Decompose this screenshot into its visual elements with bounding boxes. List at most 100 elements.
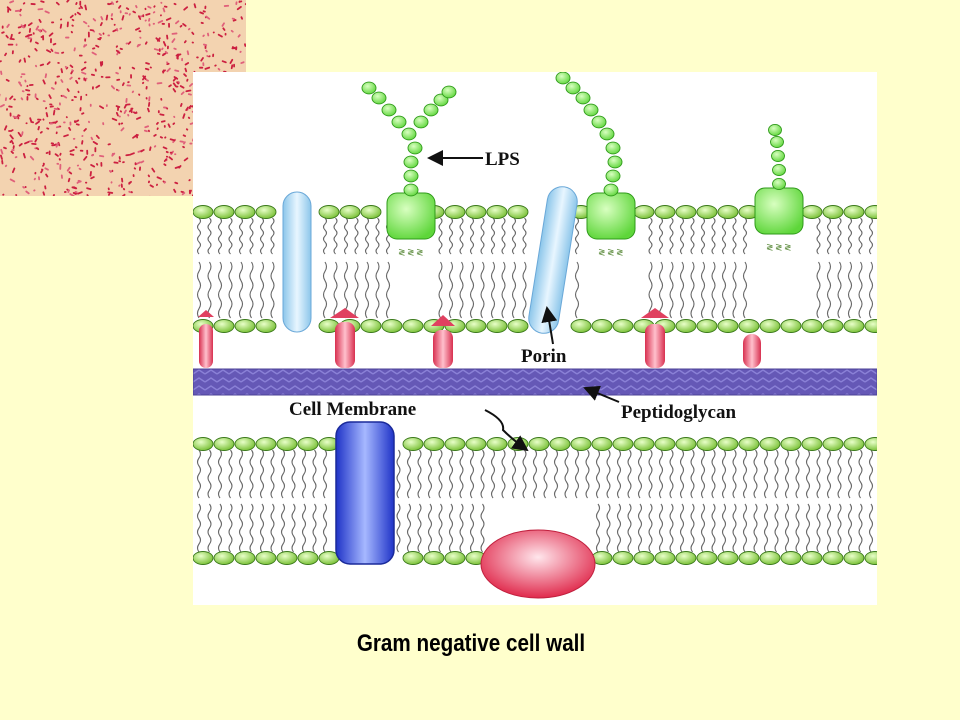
phospholipid-head (780, 551, 802, 565)
lps-sugar (407, 141, 423, 155)
phospholipid-head (738, 319, 760, 333)
porin-callout: Porin (521, 306, 567, 367)
phospholipid-head (864, 205, 877, 219)
phospholipid-head (465, 205, 487, 219)
phospholipid-head (423, 551, 445, 565)
outer-membrane (193, 205, 877, 333)
phospholipid-head (864, 319, 877, 333)
lps-sugar (583, 103, 599, 117)
phospholipid-head (486, 205, 508, 219)
svg-text:≷: ≷ (766, 243, 774, 253)
lps-sugar (423, 103, 439, 117)
phospholipid-head (864, 551, 877, 565)
lps-callout: LPS (427, 149, 520, 170)
lps-sugar (555, 72, 571, 85)
phospholipid-head (339, 205, 361, 219)
phospholipid-head (717, 319, 739, 333)
phospholipid-head (675, 205, 697, 219)
svg-text:≷: ≷ (775, 243, 783, 253)
phospholipid-head (843, 551, 865, 565)
phospholipid-head (717, 551, 739, 565)
lps-sugar (381, 103, 397, 117)
lps-sugar (607, 155, 623, 169)
phospholipid-head (822, 437, 844, 451)
phospholipid-head (738, 551, 760, 565)
cell-membrane (193, 437, 877, 565)
svg-text:≷: ≷ (598, 248, 606, 258)
phospholipid-head (444, 205, 466, 219)
cell-membrane-label: Cell Membrane (289, 399, 416, 420)
phospholipid-head (843, 205, 865, 219)
figure-caption: Gram negative cell wall (356, 630, 586, 657)
svg-text:≷: ≷ (398, 248, 406, 258)
phospholipid-head (717, 205, 739, 219)
porin-label: Porin (521, 346, 567, 367)
phospholipid-head (822, 205, 844, 219)
phospholipid-head (570, 319, 592, 333)
porin (528, 186, 578, 334)
phospholipid-head (402, 437, 424, 451)
phospholipid-head (193, 551, 214, 565)
svg-text:≷: ≷ (407, 248, 415, 258)
lipoproteins (198, 308, 761, 368)
phospholipid-head (234, 437, 256, 451)
phospholipid-head (759, 437, 781, 451)
peptidoglycan-layer (193, 368, 877, 396)
phospholipid-head (193, 205, 214, 219)
lps-sugar (565, 81, 581, 95)
phospholipid-head (843, 437, 865, 451)
phospholipid-head (507, 205, 529, 219)
phospholipid-head (444, 551, 466, 565)
phospholipid-head (696, 205, 718, 219)
phospholipid-head (213, 205, 235, 219)
phospholipid-head (297, 551, 319, 565)
phospholipid-head (402, 551, 424, 565)
phospholipid-head (591, 319, 613, 333)
porin (282, 191, 312, 333)
phospholipid-head (276, 551, 298, 565)
phospholipid-head (675, 437, 697, 451)
peptidoglycan-label: Peptidoglycan (621, 402, 736, 423)
cell-membrane-callout: Cell Membrane (289, 399, 529, 452)
phospholipid-head (213, 437, 235, 451)
phospholipid-head (507, 319, 529, 333)
lps-sugar (599, 127, 615, 141)
svg-text:≷: ≷ (784, 243, 792, 253)
phospholipid-head (717, 437, 739, 451)
phospholipid-head (360, 319, 382, 333)
phospholipid-head (549, 437, 571, 451)
lps-sugar (403, 183, 419, 197)
phospholipid-head (423, 437, 445, 451)
lps-sugar (605, 141, 621, 155)
cell-wall-diagram: ≷≷≷≷≷≷≷≷≷ LPS Porin Cell Membrane Peptid… (193, 72, 877, 605)
phospholipid-head (444, 437, 466, 451)
phospholipid-head (381, 319, 403, 333)
lps-sugar (361, 81, 377, 95)
lps-sugar (768, 124, 782, 136)
phospholipid-head (822, 551, 844, 565)
lipoprotein (330, 308, 359, 368)
svg-text:≷: ≷ (607, 248, 615, 258)
lipoprotein (743, 334, 761, 368)
phospholipid-head (612, 437, 634, 451)
lps-sugar (575, 91, 591, 105)
phospholipid-head (633, 205, 655, 219)
phospholipid-head (318, 205, 340, 219)
phospholipid-head (570, 437, 592, 451)
phospholipid-head (234, 551, 256, 565)
phospholipid-head (486, 319, 508, 333)
bacteria-cells (0, 0, 246, 196)
phospholipid-head (255, 437, 277, 451)
lps-sugar (391, 115, 407, 129)
phospholipid-head (213, 551, 235, 565)
lps-sugar (591, 115, 607, 129)
phospholipid-head (654, 551, 676, 565)
phospholipid-head (801, 319, 823, 333)
lps-sugar (772, 164, 786, 176)
phospholipid-head (654, 205, 676, 219)
phospholipid-head (633, 437, 655, 451)
lps-sugar (770, 136, 784, 148)
phospholipid-head (675, 551, 697, 565)
phospholipid-head (255, 205, 277, 219)
phospholipid-head (843, 319, 865, 333)
